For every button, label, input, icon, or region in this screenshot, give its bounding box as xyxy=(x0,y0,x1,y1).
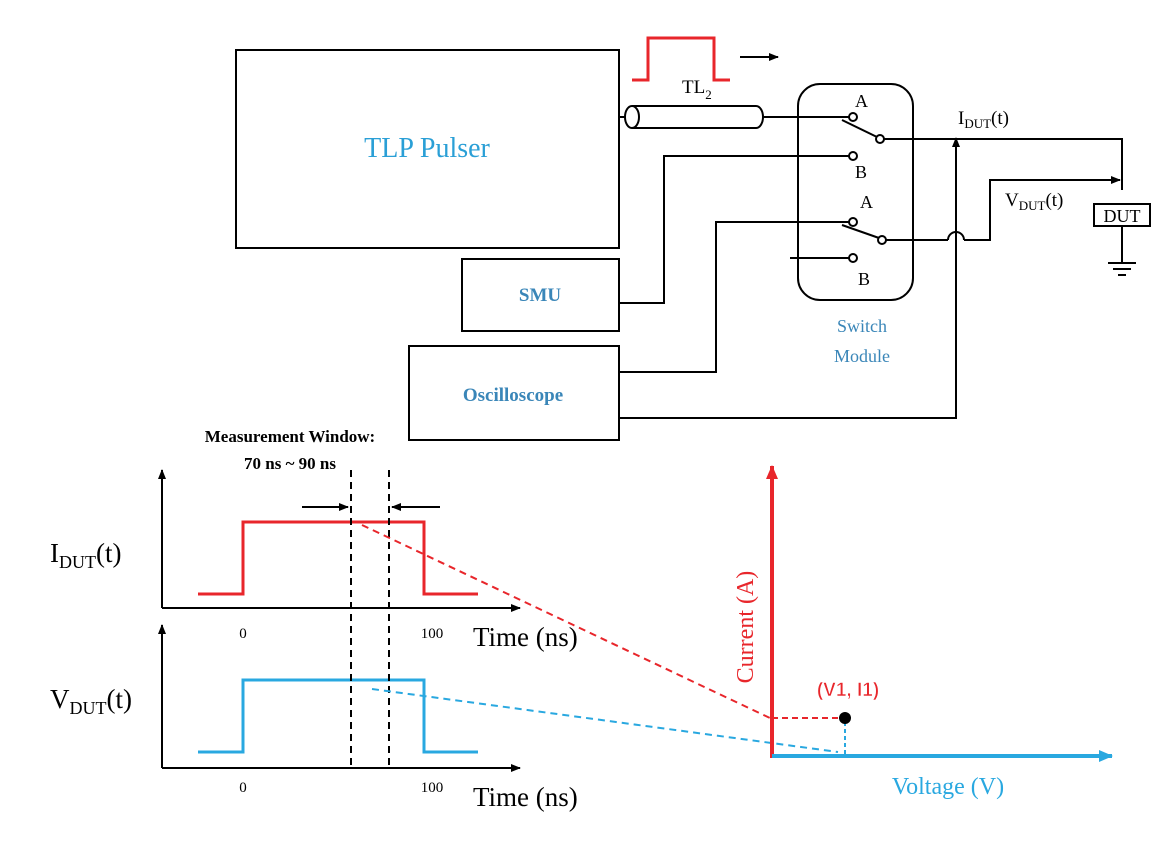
switch-module-label-line1: Switch xyxy=(837,316,887,336)
upper-switch-port-a: A xyxy=(855,91,868,111)
current-pulse-waveform xyxy=(198,520,478,596)
voltage-waveform-tick-0: 0 xyxy=(239,780,247,796)
upper-switch-port-b: B xyxy=(855,162,867,182)
current-waveform-tick-100: 100 xyxy=(421,626,444,642)
voltage-waveform-y-label: VDUT(t) xyxy=(50,684,132,718)
transmission-line-tl2 xyxy=(619,105,764,129)
dut-block xyxy=(1093,203,1151,227)
oscilloscope-block xyxy=(408,345,620,441)
lower-switch xyxy=(790,217,887,263)
current-waveform-x-label: Time (ns) xyxy=(473,622,578,652)
voltage-projection-line xyxy=(371,688,839,753)
iv-measurement-point xyxy=(839,712,851,724)
measurement-window-label: Measurement Window: xyxy=(205,427,375,446)
iv-current-axis-label: Current (A) xyxy=(733,571,759,684)
idut-top-label: IDUT(t) xyxy=(958,108,1009,131)
measurement-window-range: 70 ns ~ 90 ns xyxy=(244,454,336,473)
lower-switch-port-b: B xyxy=(858,269,870,289)
tl2-label: TL2 xyxy=(682,77,712,102)
current-projection-line xyxy=(361,524,773,720)
tlp-pulser-label: TLP Pulser xyxy=(364,133,490,164)
current-waveform-tick-0: 0 xyxy=(239,626,247,642)
incoming-pulse-icon xyxy=(632,36,730,82)
dut-label: DUT xyxy=(1104,206,1141,226)
vdut-top-label: VDUT(t) xyxy=(1005,190,1063,213)
ground-icon xyxy=(1108,262,1136,276)
voltage-pulse-waveform xyxy=(198,678,478,754)
voltage-waveform-tick-100: 100 xyxy=(421,780,444,796)
voltage-waveform-x-label: Time (ns) xyxy=(473,782,578,812)
switch-module-label-line2: Module xyxy=(834,346,890,366)
iv-point-label: (V1, I1) xyxy=(817,680,879,701)
lower-switch-port-a: A xyxy=(860,192,873,212)
wiring xyxy=(619,138,1123,419)
smu-label: SMU xyxy=(519,285,562,306)
iv-voltage-axis-label: Voltage (V) xyxy=(892,774,1004,800)
oscilloscope-label: Oscilloscope xyxy=(463,385,563,406)
smu-block xyxy=(461,258,620,332)
current-waveform-y-label: IDUT(t) xyxy=(50,538,121,572)
upper-switch xyxy=(763,112,885,161)
tlp-pulser-block xyxy=(235,49,620,249)
